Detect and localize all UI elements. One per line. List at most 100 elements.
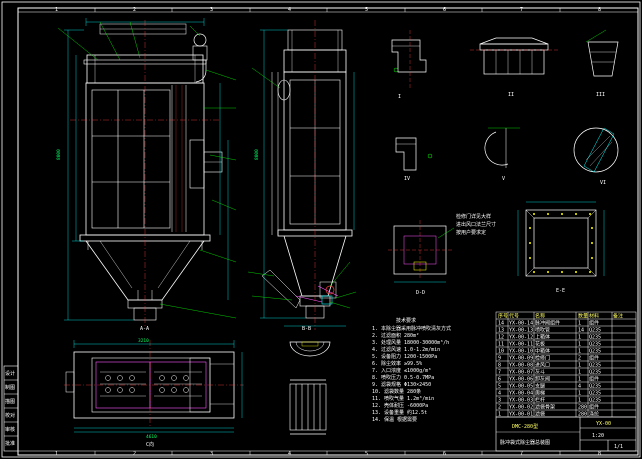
parts-table-cell: 组件	[589, 354, 599, 361]
title-block-sheet: 1/1	[614, 444, 623, 450]
parts-table-cell: YX-00-01	[509, 411, 533, 417]
detail-iv	[395, 137, 433, 171]
parts-table-cell: 1	[578, 348, 581, 354]
tech-req-line-1: 1. 本除尘器采用脉冲喷吹清灰方式	[372, 325, 451, 332]
zone-bottom-5: 5	[365, 451, 368, 457]
parts-table-cell: YX-00-02	[509, 404, 533, 410]
parts-table-cell: 12	[498, 334, 504, 340]
detail-iii	[585, 29, 619, 77]
front-elevation-leaders	[57, 21, 237, 319]
zone-bottom-6: 6	[443, 451, 446, 457]
parts-table-cell: YX-00-14	[509, 320, 533, 326]
parts-table-cell: Q235	[589, 362, 601, 368]
strip-label-2: 制图	[5, 384, 15, 391]
parts-table-cell: 组件	[589, 375, 599, 382]
view-label-vi: VI	[600, 180, 606, 186]
parts-table-cell: 4	[578, 383, 581, 389]
title-block-drawing-title: DMC-280型	[512, 423, 538, 430]
parts-table-cell: 7	[498, 369, 501, 375]
plan-view-dimensions	[73, 340, 243, 433]
left-revision-strip: 设计 制图 描图 校对 审核 批准	[5, 370, 15, 447]
tech-req-line-5: 5. 设备阻力 1200-1500Pa	[372, 353, 437, 360]
parts-table-cell: 爬梯	[535, 389, 545, 396]
side-note-line-3: 按用户要求定	[456, 229, 486, 236]
parts-table-cell: 1	[578, 362, 581, 368]
parts-table-cell: 4	[498, 390, 501, 396]
parts-table-cell: 1	[578, 320, 581, 326]
parts-table-cell: 支腿	[535, 382, 545, 389]
parts-table-cell: 9	[498, 355, 501, 361]
detail-i	[391, 30, 427, 90]
parts-table-cell: 2	[578, 355, 581, 361]
parts-table-cell: Q235	[589, 327, 601, 333]
parts-table-cell: 11	[498, 341, 504, 347]
side-elevation-leaders	[247, 67, 357, 309]
strip-label-5: 审核	[5, 426, 15, 433]
side-height-dimension: 8000	[254, 149, 260, 160]
front-height-dimension: 8000	[56, 149, 62, 160]
tech-req-line-10: 10. 滤袋数量 280条	[372, 388, 421, 395]
parts-table-cell: 组件	[589, 319, 599, 326]
tech-req-line-2: 2. 过滤面积 280m²	[372, 332, 419, 339]
view-label-c: C向	[146, 441, 154, 448]
view-label-v: V	[502, 176, 505, 182]
zone-top-3: 3	[210, 7, 213, 13]
parts-table-header-cell: 名称	[535, 312, 545, 319]
parts-table-cell: 卸灰阀	[535, 375, 550, 382]
parts-table-cell: 1	[498, 411, 501, 417]
front-elevation-dimensions	[64, 18, 229, 321]
strip-label-1: 设计	[5, 370, 15, 377]
parts-table-header-cell: 序号	[498, 312, 508, 319]
plan-view-circles	[105, 375, 189, 393]
zone-top-4: 4	[288, 7, 291, 13]
detail-e-e	[517, 201, 605, 277]
parts-list-table	[495, 311, 637, 418]
tech-req-line-14: 14. 保温 根据需要	[372, 416, 417, 423]
parts-table-cell: 检修门	[535, 354, 550, 361]
zone-top-2: 2	[133, 7, 136, 13]
view-label-ii: II	[508, 92, 514, 98]
parts-table-cell: 1	[578, 397, 581, 403]
parts-table-cell: 1	[578, 369, 581, 375]
parts-table-header-cell: 代号	[509, 312, 519, 319]
view-label-i: I	[398, 94, 401, 100]
parts-table-cell: YX-00-11	[509, 341, 533, 347]
zone-top-8: 8	[598, 7, 601, 13]
zone-bottom-7: 7	[520, 451, 523, 457]
parts-table-cell: 组件	[589, 403, 599, 410]
parts-table-cell: 14	[498, 320, 504, 326]
technical-requirements: 技术要求 1. 本除尘器采用脉冲喷吹清灰方式 2. 过滤面积 280m² 3. …	[372, 317, 451, 423]
view-label-d-d: D-D	[416, 290, 425, 296]
view-labels: A-A B-B C向 I II III IV V VI D-D E-E	[140, 92, 606, 448]
parts-table-cell: 中箱体	[535, 347, 550, 354]
parts-table-cell: 1	[578, 341, 581, 347]
parts-table-cell: 脉冲阀组件	[535, 319, 560, 326]
parts-table-cell: Q235	[589, 341, 601, 347]
parts-table-cell: Q235	[589, 397, 601, 403]
plan-width-dimension: 3210	[138, 338, 149, 344]
parts-table-cell: 灰斗	[535, 368, 545, 375]
parts-table-cell: 1	[578, 334, 581, 340]
parts-table-cell: Q235	[589, 348, 601, 354]
detail-v	[484, 127, 520, 168]
parts-table-cell: 6	[498, 376, 501, 382]
view-label-e-e: E-E	[556, 288, 565, 294]
detail-ii	[470, 37, 558, 75]
parts-table-cell: 滤袋	[535, 410, 545, 417]
parts-table-cell: YX-00-03	[509, 397, 533, 403]
tech-req-line-12: 12. 壳体耐压 -6000Pa	[372, 402, 428, 409]
tech-req-line-8: 8. 喷吹压力 0.5-0.7MPa	[372, 374, 434, 381]
parts-table-cell: 喷吹管	[535, 326, 550, 333]
plan-length-dimension: 4610	[146, 434, 157, 440]
view-label-iii: III	[596, 92, 605, 98]
parts-table-cell: 2	[498, 404, 501, 410]
front-elevation-centerlines	[70, 20, 220, 328]
parts-table-cell: YX-00-12	[509, 334, 533, 340]
parts-table-cell: YX-00-05	[509, 383, 533, 389]
tech-req-line-7: 7. 入口浓度 ≤1000g/m³	[372, 367, 431, 374]
detail-hopper-section	[289, 341, 331, 357]
strip-label-3: 描图	[5, 398, 15, 405]
parts-table-cell: 1	[578, 376, 581, 382]
